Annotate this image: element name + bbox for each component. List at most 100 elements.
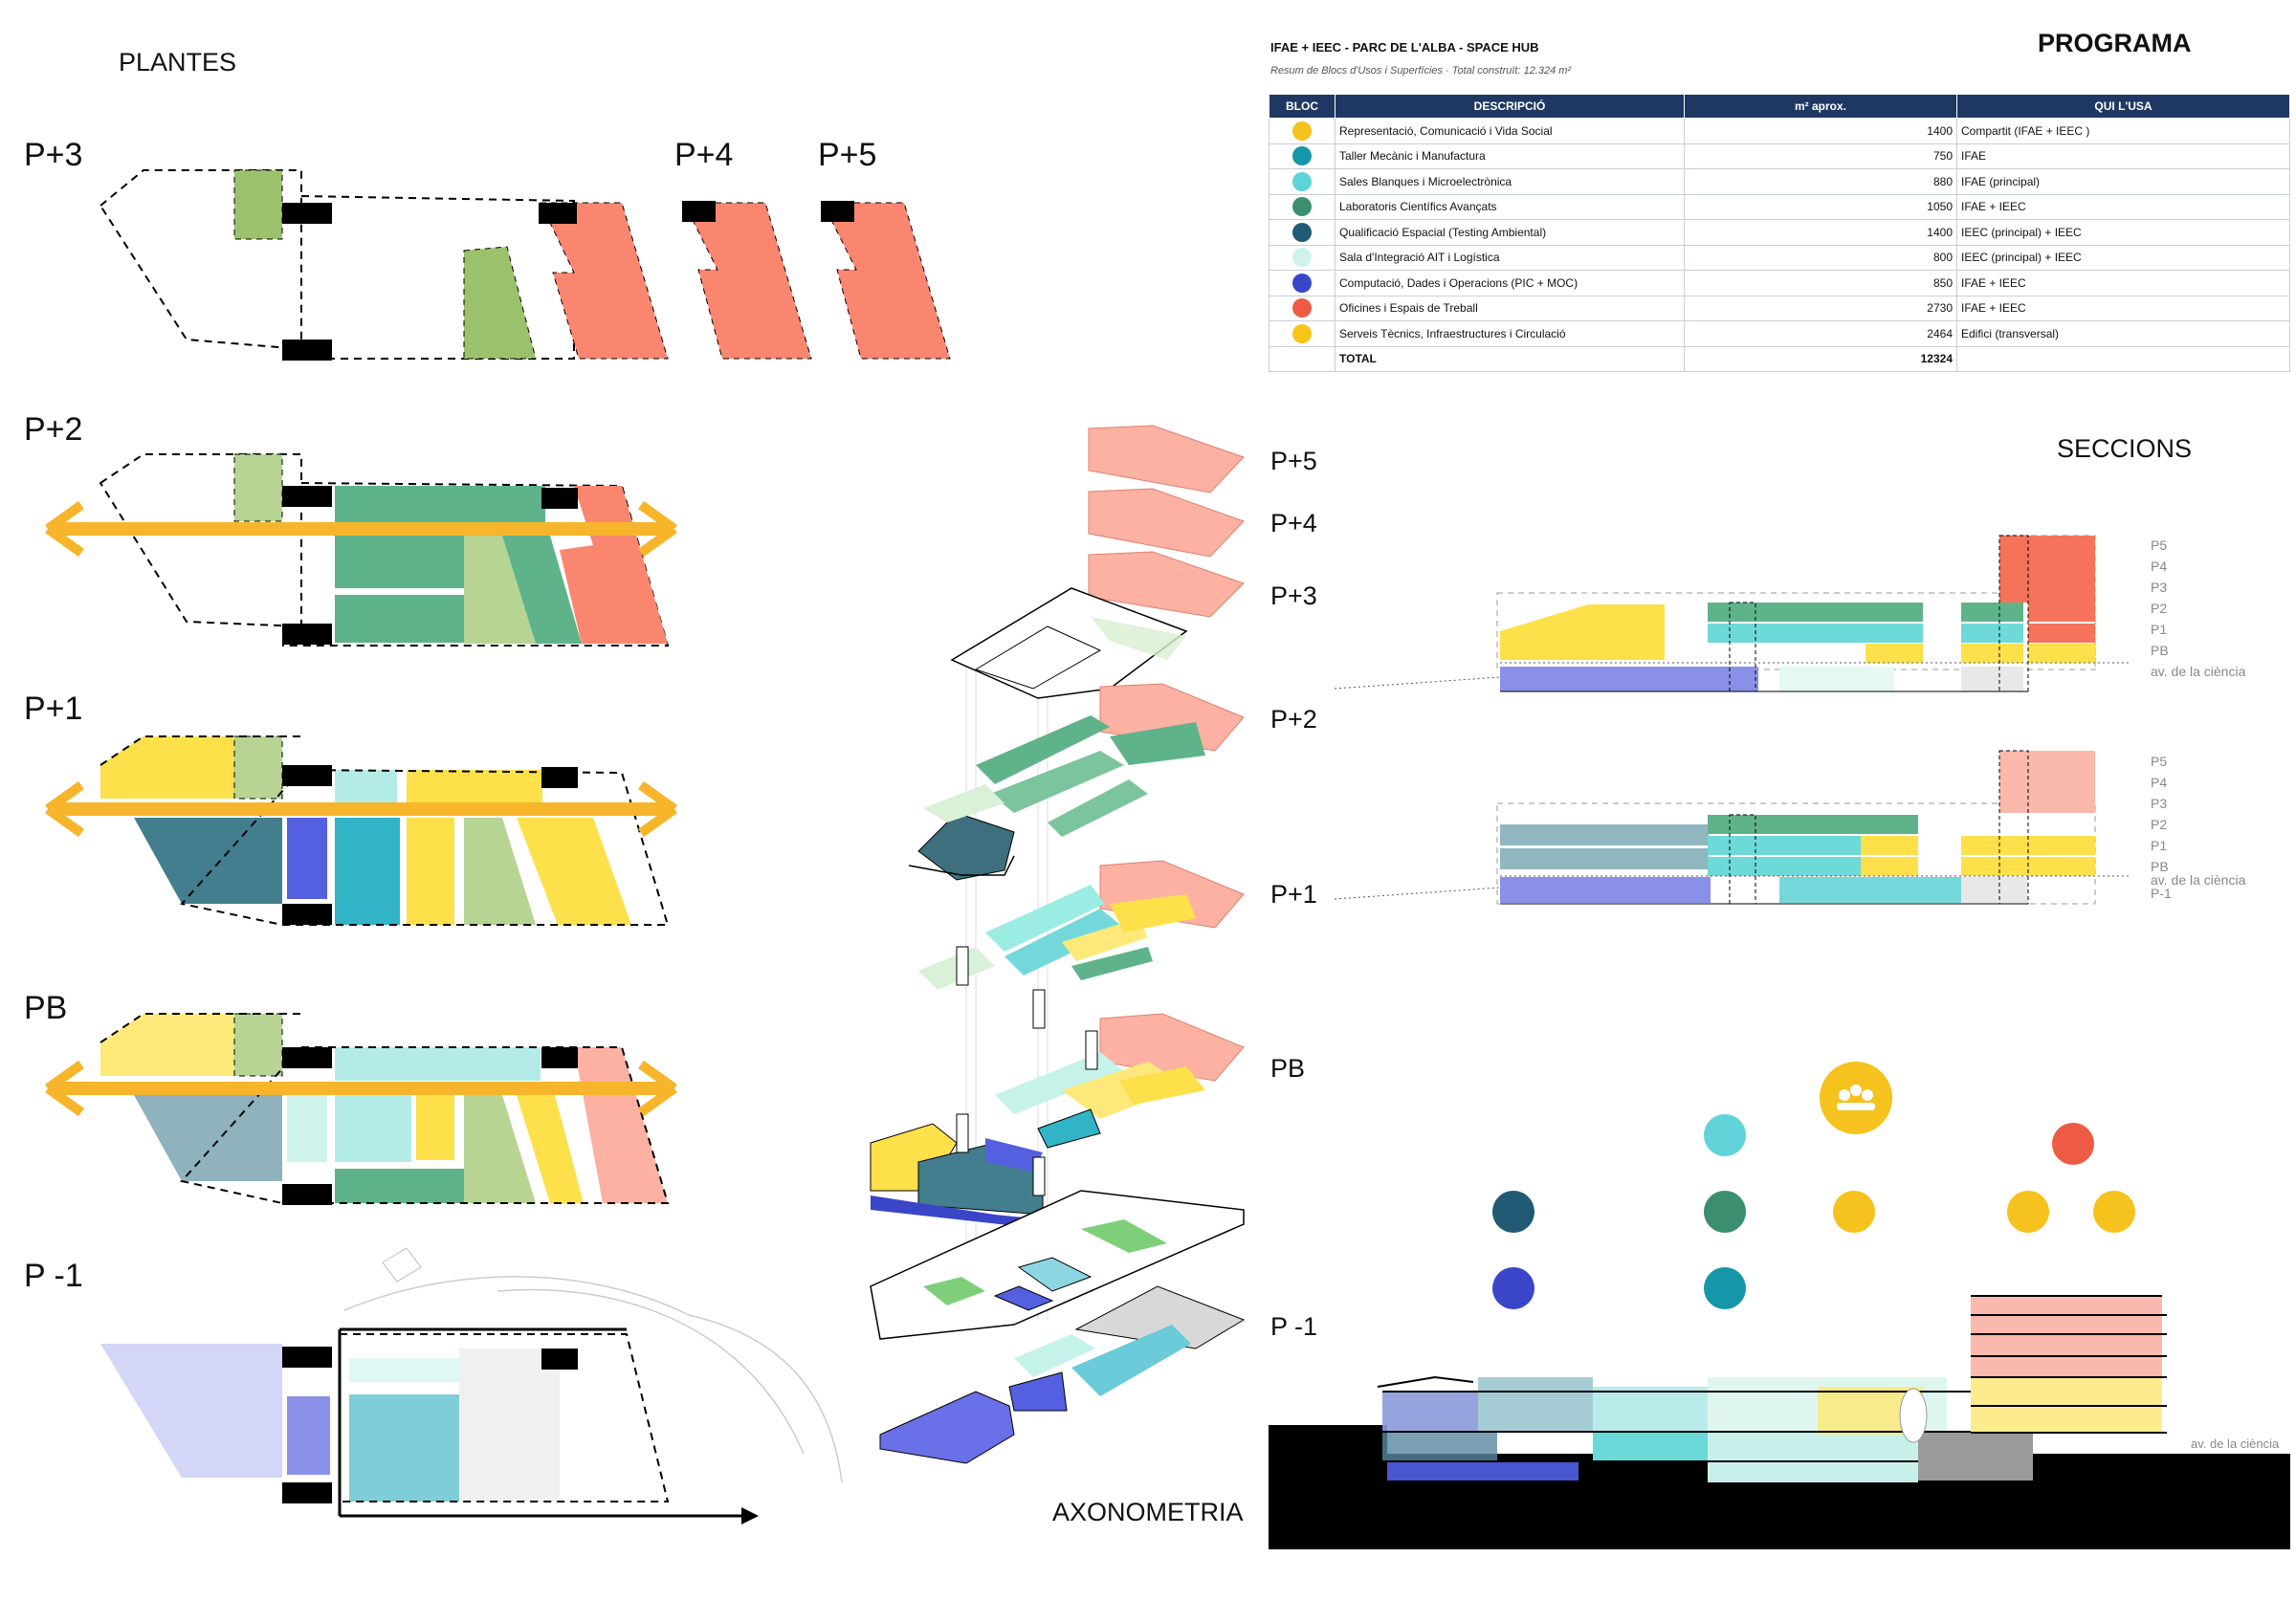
s2-level-p1: P1: [2151, 838, 2168, 853]
row-m2: 880: [1684, 168, 1957, 195]
plan-p2: [45, 453, 677, 647]
bloc-color-dot: [1292, 146, 1312, 166]
axo-label-p1: P+1: [1270, 880, 1317, 909]
col-header-qui: QUI L'USA: [1956, 94, 2290, 119]
row-m2: 1400: [1684, 219, 1957, 246]
row-desc: Computació, Dades i Operacions (PIC + MO…: [1335, 270, 1685, 296]
section-street-label: av. de la ciència: [2191, 1437, 2280, 1451]
bloc-color-dot: [1292, 273, 1312, 293]
s2-level-p3: P3: [2151, 796, 2168, 811]
axo-label-p5: P+5: [1270, 447, 1317, 475]
section-2: [1334, 750, 2129, 905]
row-desc: Taller Mecànic i Manufactura: [1335, 143, 1685, 169]
row-who: Compartit (IFAE + IEEC ): [1956, 118, 2290, 144]
bloc-icon: [1269, 295, 1336, 321]
plan-pb: [45, 1013, 677, 1205]
bloc-icon: [1269, 168, 1336, 195]
axo-label-p4: P+4: [1270, 509, 1317, 537]
plan-label-p3: P+3: [24, 137, 83, 173]
row-who: IEEC (principal) + IEEC: [1956, 219, 2290, 246]
row-m2: 750: [1684, 143, 1957, 169]
programa-heading: PROGRAMA: [2038, 29, 2192, 57]
building-section: [1269, 1295, 2290, 1549]
col-header-descripcio: DESCRIPCIÓ: [1335, 94, 1685, 119]
s1-level-p4: P4: [2151, 559, 2168, 574]
s1-level-p3: P3: [2151, 580, 2168, 595]
row-desc: Sala d'Integració AIT i Logística: [1335, 244, 1685, 271]
bloc-icon: [1269, 118, 1336, 144]
bloc-icon: [1269, 320, 1336, 347]
axo-label-p3: P+3: [1270, 581, 1317, 610]
s2-level-p5: P5: [2151, 754, 2168, 769]
s1-level-pb: PB: [2151, 643, 2169, 658]
plan-label-p2: P+2: [24, 411, 83, 448]
row-desc: Oficines i Espais de Treball: [1335, 295, 1685, 321]
row-who: IFAE (principal): [1956, 168, 2290, 195]
table-row: Representació, Comunicació i Vida Social…: [1269, 118, 2290, 144]
s2-level-p4: P4: [2151, 775, 2168, 790]
plan-label-pb: PB: [24, 990, 68, 1026]
bloc-icon: [1269, 193, 1336, 220]
row-m2: 2730: [1684, 295, 1957, 321]
seccions-heading: SECCIONS: [2057, 434, 2193, 463]
s1-level-p2: P2: [2151, 601, 2168, 616]
table-row: Qualificació Espacial (Testing Ambiental…: [1269, 219, 2290, 246]
s1-level-p1: P1: [2151, 622, 2168, 637]
row-m2: 850: [1684, 270, 1957, 296]
s1-street: av. de la ciència: [2151, 664, 2246, 679]
section-1: [1334, 535, 2129, 692]
bloc-color-dot: [1292, 121, 1312, 141]
table-title: IFAE + IEEC - PARC DE L'ALBA - SPACE HUB: [1270, 40, 1539, 55]
plan-label-p5: P+5: [818, 137, 877, 173]
plan-label-p-1: P -1: [24, 1258, 83, 1294]
row-who: IFAE + IEEC: [1956, 295, 2290, 321]
program-table: BLOC DESCRIPCIÓ m² aprox. QUI L'USA Repr…: [1269, 94, 2290, 372]
bloc-color-dot: [1292, 248, 1312, 268]
program-icons: [1492, 1062, 2135, 1309]
row-who: IFAE + IEEC: [1956, 193, 2290, 220]
s2-level-p-1: P-1: [2151, 886, 2172, 901]
bloc-icon: [1269, 143, 1336, 169]
axo-label-p2: P+2: [1270, 705, 1317, 734]
axo-label-pb: PB: [1270, 1054, 1306, 1083]
col-header-bloc: BLOC: [1269, 94, 1336, 119]
row-m2: 1400: [1684, 118, 1957, 144]
plantes-heading: PLANTES: [119, 48, 237, 77]
row-who: IEEC (principal) + IEEC: [1956, 244, 2290, 271]
row-desc: Laboratoris Científics Avançats: [1335, 193, 1685, 220]
s1-level-p5: P5: [2151, 537, 2168, 553]
axo-label-p-1: P -1: [1270, 1312, 1318, 1341]
table-row: Serveis Tècnics, Infraestructures i Circ…: [1269, 320, 2290, 347]
total-value: 12324: [1684, 345, 1957, 372]
s2-level-pb: PB: [2151, 859, 2169, 874]
row-desc: Representació, Comunicació i Vida Social: [1335, 118, 1685, 144]
row-who: IFAE: [1956, 143, 2290, 169]
table-subtitle: Resum de Blocs d'Usos i Superfícies · To…: [1270, 65, 1572, 77]
plan-p3: [99, 169, 951, 361]
bloc-color-dot: [1292, 222, 1312, 242]
bloc-icon: [1269, 270, 1336, 296]
bloc-color-dot: [1292, 197, 1312, 217]
plan-p1: [45, 735, 677, 926]
row-desc: Qualificació Espacial (Testing Ambiental…: [1335, 219, 1685, 246]
plan-p-1: [100, 1247, 843, 1524]
col-header-m2: m² aprox.: [1684, 94, 1957, 119]
bloc-color-dot: [1292, 171, 1312, 191]
bloc-color-dot: [1292, 323, 1312, 343]
row-desc: Sales Blanques i Microelectrònica: [1335, 168, 1685, 195]
plan-label-p4: P+4: [674, 137, 734, 173]
bloc-color-dot: [1292, 298, 1312, 318]
s2-level-p2: P2: [2151, 817, 2168, 832]
plan-label-p1: P+1: [24, 691, 83, 727]
axonometry: [870, 425, 1246, 1464]
s2-street: av. de la ciència: [2151, 872, 2246, 888]
total-label: TOTAL: [1335, 345, 1685, 372]
axonometria-heading: AXONOMETRIA: [1052, 1498, 1244, 1526]
